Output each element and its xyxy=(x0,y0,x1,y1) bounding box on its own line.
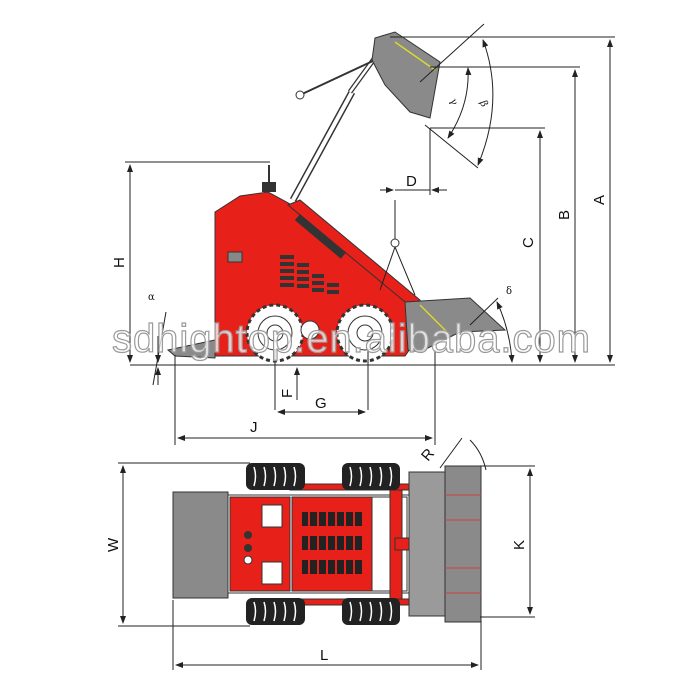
label-beta: β xyxy=(477,99,489,108)
label-c: C xyxy=(520,237,537,248)
rear-wheel xyxy=(245,303,305,363)
drive-sprocket xyxy=(300,320,320,340)
tilt-link xyxy=(299,59,376,96)
arm-decal xyxy=(294,214,346,259)
joystick-left xyxy=(261,504,283,528)
label-w: W xyxy=(105,537,122,552)
top-bucket xyxy=(444,465,482,623)
watermark: sdhightop.en.alibaba.com xyxy=(112,317,590,361)
label-f: F xyxy=(279,389,296,398)
side-window xyxy=(227,251,243,263)
label-k: K xyxy=(511,540,528,550)
rear-counterweight xyxy=(172,491,229,599)
bucket-attachment-frame xyxy=(408,471,446,617)
control-levers xyxy=(262,182,276,192)
label-j: J xyxy=(250,419,258,436)
dimension-r xyxy=(439,437,487,471)
side-dimensions: A B C H D β γ δ α J G xyxy=(111,23,615,445)
joystick-right xyxy=(261,561,283,585)
label-g: G xyxy=(315,395,327,412)
raised-bucket xyxy=(371,31,441,119)
label-r: R xyxy=(418,445,438,464)
label-alpha: α xyxy=(148,292,155,303)
lift-arm xyxy=(287,199,421,307)
label-l: L xyxy=(320,647,328,664)
angle-delta-arc xyxy=(496,301,515,363)
label-delta: δ xyxy=(506,286,512,297)
label-d: D xyxy=(406,173,417,190)
label-gamma: γ xyxy=(447,97,459,106)
label-a: A xyxy=(591,195,608,205)
label-b: B xyxy=(556,210,573,220)
label-h: H xyxy=(111,257,128,268)
top-view xyxy=(172,463,482,625)
angle-beta-arc xyxy=(477,39,494,166)
engine-grille xyxy=(280,255,339,294)
angle-gamma-arc xyxy=(447,67,472,139)
side-view xyxy=(130,31,615,366)
front-wheel xyxy=(335,303,395,363)
lowered-bucket xyxy=(404,297,507,353)
rear-step-plate xyxy=(166,339,216,359)
